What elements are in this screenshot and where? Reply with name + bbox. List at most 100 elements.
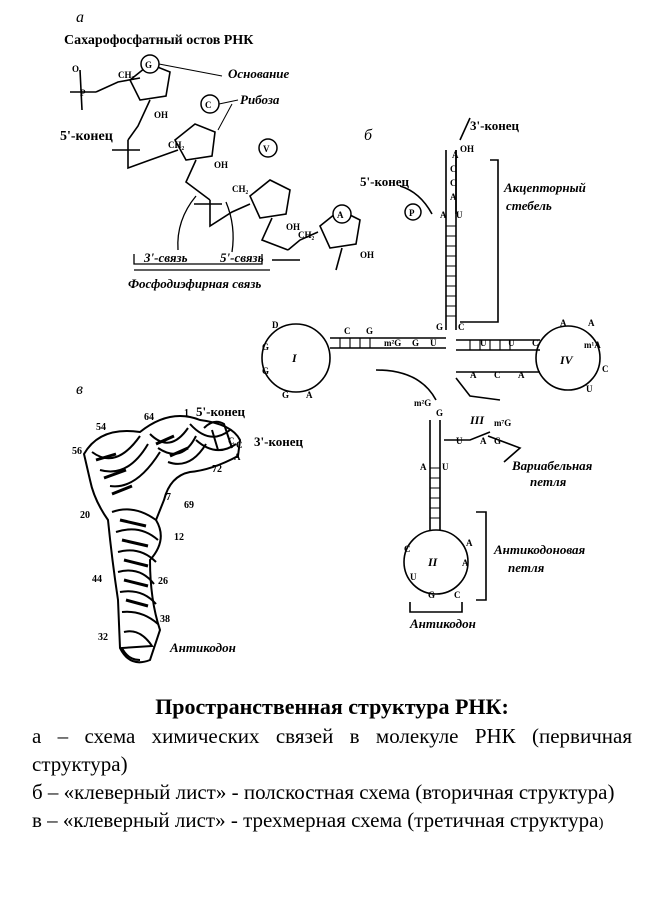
svg-text:U: U: [410, 572, 417, 582]
base-v: V: [258, 138, 278, 158]
nt-32: 32: [98, 632, 108, 643]
svg-text:C: C: [454, 590, 461, 600]
mod-m7g: m⁷G: [494, 418, 511, 428]
mod-m2g-2: m²G: [414, 398, 431, 408]
svg-text:C: C: [205, 100, 212, 110]
ribbon-hatching: [95, 434, 189, 608]
base-a: A: [332, 204, 352, 224]
svg-text:A: A: [420, 462, 427, 472]
svg-text:G: G: [412, 338, 419, 348]
nt-69: 69: [184, 500, 194, 511]
svg-text:U: U: [508, 338, 515, 348]
base-c: C: [200, 94, 220, 114]
panel-c-letter: в: [76, 381, 83, 398]
caption-line-a: а – схема химических связей в молекуле Р…: [32, 724, 632, 776]
svg-text:G: G: [428, 590, 435, 600]
nt-7: 7: [166, 492, 171, 503]
nt-56: 56: [72, 446, 82, 457]
five-prime-end-c: 5'-конец: [196, 404, 246, 419]
svg-text:G: G: [366, 326, 373, 336]
mod-m1a: m¹A: [584, 340, 601, 350]
cca-a: A: [234, 452, 241, 462]
figure-caption: Пространственная структура РНК: а – схем…: [32, 692, 632, 837]
backbone-o: O: [72, 64, 79, 74]
svg-text:G: G: [262, 366, 269, 376]
variable-loop-label-1: Вариабельная: [511, 458, 593, 473]
nt-44: 44: [92, 574, 102, 585]
cloverleaf-skeleton: [261, 117, 601, 613]
svg-text:U: U: [456, 436, 463, 446]
svg-text:A: A: [480, 436, 487, 446]
nt-20: 20: [80, 510, 90, 521]
phosphate-circle: P: [404, 203, 422, 221]
caption-line-c: в – «клеверный лист» - трехмерная схема …: [32, 806, 632, 837]
svg-text:P: P: [409, 208, 415, 218]
acceptor-stem-label-1: Акцепторный: [503, 180, 586, 195]
panel-c: в 1 5'-конец 54 64 56 72 69 7 20 12: [72, 381, 304, 664]
svg-text:A: A: [306, 390, 313, 400]
svg-text:U: U: [442, 462, 449, 472]
oh-4: OH: [360, 250, 374, 260]
panel-a: а Сахарофосфатный остов РНК O P CH₂ OH C…: [60, 9, 374, 291]
oh-1: OH: [154, 110, 168, 120]
loop-ii: II: [427, 555, 439, 569]
three-prime-end-b: 3'-конец: [470, 118, 520, 133]
svg-text:U: U: [430, 338, 437, 348]
oh-3: OH: [286, 222, 300, 232]
cca-c1: C: [228, 436, 235, 446]
loop-iv: IV: [559, 353, 574, 367]
bond-brace: [133, 195, 270, 271]
three-prime-end-c: 3'-конец: [254, 434, 304, 449]
svg-text:C: C: [458, 322, 465, 332]
loop-iii: III: [469, 413, 485, 427]
svg-text:A: A: [440, 210, 447, 220]
svg-text:G: G: [282, 390, 289, 400]
rna-structure-figure: а Сахарофосфатный остов РНК O P CH₂ OH C…: [60, 9, 609, 664]
acceptor-stem-label-2: стебель: [506, 198, 552, 213]
three-prime-oh: OH: [460, 144, 474, 154]
ch2-1: CH₂: [118, 70, 135, 80]
caption-line-c-main: в – «клеверный лист» - трехмерная схема …: [32, 808, 599, 832]
ch2-4: CH₂: [298, 230, 315, 240]
nt-38: 38: [160, 614, 170, 625]
svg-text:G: G: [436, 322, 443, 332]
anticodon-label-c: Антикодон: [169, 640, 236, 655]
svg-text:A: A: [470, 370, 477, 380]
ribose-label: Рибоза: [240, 92, 280, 107]
bond-5: 5'-связь: [220, 250, 264, 265]
five-prime-end-a: 5'-конец: [60, 129, 113, 144]
svg-text:A: A: [518, 370, 525, 380]
svg-text:G: G: [494, 436, 501, 446]
svg-text:D: D: [272, 320, 279, 330]
panel-b-letter: б: [364, 127, 373, 144]
svg-text:A: A: [337, 210, 344, 220]
svg-text:C: C: [532, 338, 539, 348]
svg-text:U: U: [456, 210, 463, 220]
loop-i: I: [291, 351, 298, 365]
mod-m2g-1: m²G: [384, 338, 401, 348]
panel-b: б 3'-конец OH 5'-конец P: [261, 117, 609, 631]
nt-12: 12: [174, 532, 184, 543]
svg-text:U: U: [480, 338, 487, 348]
anticodon-loop-label-2: петля: [508, 560, 545, 575]
nt-64: 64: [144, 412, 154, 423]
panel-a-letter: а: [76, 9, 84, 26]
svg-text:U: U: [586, 384, 593, 394]
five-prime-end-b: 5'-конец: [360, 174, 410, 189]
svg-text:C: C: [450, 178, 457, 188]
svg-text:A: A: [462, 558, 469, 568]
svg-text:C: C: [404, 544, 411, 554]
caption-line-b: б – «клеверный лист» - полскостная схема…: [32, 780, 615, 804]
svg-text:G: G: [262, 342, 269, 352]
nt-54: 54: [96, 422, 106, 433]
variable-loop-label-2: петля: [530, 474, 567, 489]
base-pair-ticks: [339, 225, 511, 519]
sugar-phosphate-backbone: [70, 63, 361, 271]
svg-text:A: A: [588, 318, 595, 328]
bond-3: 3'-связь: [143, 250, 188, 265]
base-g: G: [140, 54, 160, 74]
svg-text:C: C: [602, 364, 609, 374]
l-shaped-ribbon: [82, 415, 242, 664]
caption-line-c-end: ): [598, 815, 604, 831]
nt-26: 26: [158, 576, 168, 587]
